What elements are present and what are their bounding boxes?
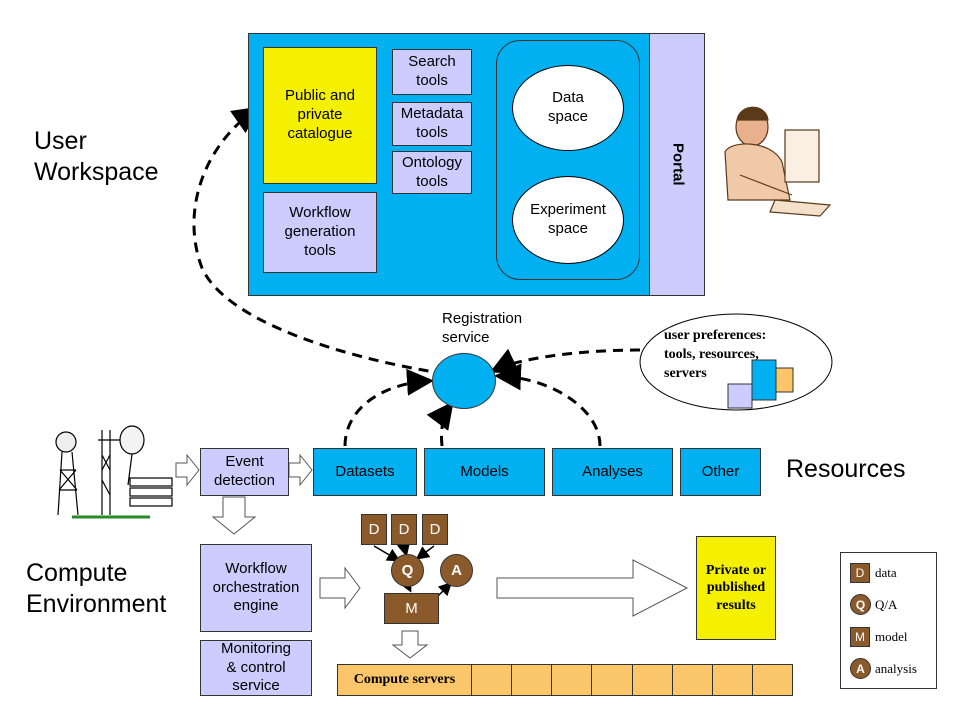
block-arrow-event-to-datasets bbox=[288, 453, 313, 487]
workflow-orchestration-engine-box[interactable]: Workflow orchestration engine bbox=[200, 544, 312, 632]
ontology-tools-box[interactable]: Ontology tools bbox=[392, 151, 472, 194]
dashed-arrow-preferences-to-registration bbox=[489, 348, 641, 374]
compute-servers-label: Compute servers bbox=[338, 665, 472, 695]
legend-box: D data Q Q/A M model A analysis bbox=[840, 552, 937, 689]
server-slot bbox=[592, 665, 633, 695]
block-arrow-nodes-to-results bbox=[496, 559, 689, 617]
analyses-box[interactable]: Analyses bbox=[552, 448, 673, 496]
model-node: M bbox=[384, 593, 439, 624]
legend-data-symbol: D bbox=[850, 563, 870, 583]
workflow-generation-tools-box[interactable]: Workflow generation tools bbox=[263, 192, 377, 273]
server-slot bbox=[633, 665, 673, 695]
data-node-3: D bbox=[422, 514, 448, 545]
analysis-node: A bbox=[440, 554, 473, 587]
sensor-station-icon bbox=[55, 425, 173, 519]
block-arrow-m-to-servers bbox=[391, 630, 429, 659]
qa-node: Q bbox=[391, 554, 424, 587]
server-slot bbox=[713, 665, 753, 695]
monitoring-control-service-box[interactable]: Monitoring & control service bbox=[200, 640, 312, 696]
server-slot bbox=[472, 665, 513, 695]
portal-label: Portal bbox=[669, 143, 687, 186]
other-box[interactable]: Other bbox=[680, 448, 761, 496]
metadata-tools-box[interactable]: Metadata tools bbox=[392, 102, 472, 146]
legend-model-label: model bbox=[875, 629, 908, 644]
private-published-results-box[interactable]: Private or published results bbox=[696, 536, 776, 640]
block-arrow-workflow-to-nodes bbox=[319, 566, 361, 610]
legend-analysis-symbol: A bbox=[850, 658, 871, 679]
server-slot bbox=[552, 665, 593, 695]
preference-square-blue bbox=[751, 359, 777, 401]
legend-model-symbol: M bbox=[850, 627, 870, 647]
user-preferences-text: user preferences: tools, resources, serv… bbox=[664, 328, 767, 381]
server-slot bbox=[673, 665, 713, 695]
dashed-arrow-datasets-to-registration bbox=[343, 368, 434, 447]
data-node-2: D bbox=[391, 514, 417, 545]
dashed-arrow-registration-to-catalogue bbox=[192, 106, 463, 378]
resources-label: Resources bbox=[786, 455, 906, 483]
server-slot bbox=[512, 665, 553, 695]
arrow-d3-to-q bbox=[415, 545, 435, 560]
block-arrow-sensors-to-event bbox=[175, 453, 200, 487]
arrow-d1-to-q bbox=[373, 545, 401, 562]
search-tools-box[interactable]: Search tools bbox=[392, 49, 472, 95]
arrow-d2-to-q bbox=[396, 542, 411, 557]
legend-analysis-label: analysis bbox=[875, 661, 917, 676]
user-workspace-label: User Workspace bbox=[34, 127, 159, 187]
dashed-arrow-models-to-registration bbox=[426, 401, 454, 447]
event-detection-box[interactable]: Event detection bbox=[200, 448, 289, 496]
legend-data-label: data bbox=[875, 565, 897, 580]
server-slot bbox=[753, 665, 792, 695]
registration-service-node[interactable] bbox=[432, 353, 496, 409]
compute-servers-bar: Compute servers bbox=[337, 664, 793, 696]
experiment-space-oval[interactable]: Experiment space bbox=[512, 176, 624, 264]
spaces-container bbox=[496, 40, 640, 280]
preference-square-lavender bbox=[727, 383, 753, 409]
legend-qa-label: Q/A bbox=[875, 597, 898, 612]
registration-service-label: Registration service bbox=[442, 310, 523, 346]
portal-bar[interactable]: Portal bbox=[649, 33, 705, 296]
datasets-box[interactable]: Datasets bbox=[313, 448, 417, 496]
compute-environment-label: Compute Environment bbox=[26, 559, 167, 619]
models-box[interactable]: Models bbox=[424, 448, 545, 496]
data-node-1: D bbox=[361, 514, 387, 545]
block-arrow-event-to-workflow bbox=[211, 496, 257, 535]
dashed-arrow-analyses-to-registration bbox=[494, 363, 602, 447]
legend-qa-symbol: Q bbox=[850, 594, 871, 615]
public-private-catalogue-box[interactable]: Public and private catalogue bbox=[263, 47, 377, 184]
data-space-oval[interactable]: Data space bbox=[512, 65, 624, 151]
person-at-computer-icon bbox=[724, 106, 832, 217]
